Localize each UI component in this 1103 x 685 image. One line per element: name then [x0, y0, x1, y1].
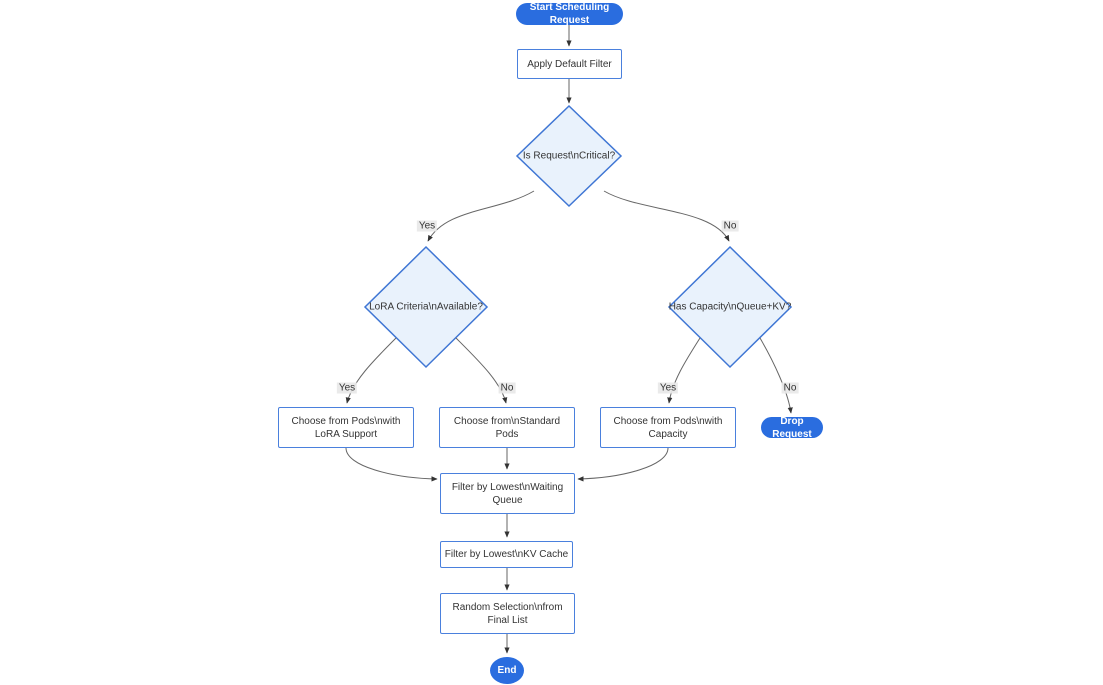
edge-label-lora-yes: Yes [336, 382, 358, 394]
is-critical-diamond-shape [515, 104, 623, 208]
edge-lora-pods-to-filter [345, 447, 438, 482]
start-node-label: Start Scheduling Request [529, 2, 610, 26]
end-node-label: End [497, 665, 517, 676]
apply-default-filter-label: Apply Default Filter [527, 58, 612, 70]
choose-lora-pods-label-line1: Choose from Pods\nwith [291, 415, 401, 427]
edge-label-critical-no: No [721, 220, 739, 232]
choose-lora-pods-node: Choose from Pods\nwith LoRA Support [278, 407, 414, 448]
edge-label-capacity-yes: Yes [657, 382, 679, 394]
lora-criteria-diamond-shape [363, 245, 489, 369]
edge-lora-no [455, 337, 508, 404]
filter-waiting-queue-node: Filter by Lowest\nWaiting Queue [440, 473, 575, 514]
edge-capacity-pods-to-filter [577, 447, 669, 482]
choose-standard-pods-label-line2: Pods [495, 428, 519, 440]
has-capacity-decision-label: Has Capacity\nQueue+KV? [668, 301, 792, 313]
drop-request-label: Drop Request [772, 415, 812, 440]
edge-capacity-no [759, 337, 793, 414]
filter-waiting-queue-label-line2: Queue [492, 494, 523, 506]
filter-waiting-queue-label-line1: Filter by Lowest\nWaiting [451, 481, 564, 493]
is-critical-decision-label: Is Request\nCritical? [522, 150, 616, 162]
apply-default-filter-node: Apply Default Filter [517, 49, 622, 79]
random-selection-label-line2: Final List [487, 614, 528, 626]
random-selection-node: Random Selection\nfrom Final List [440, 593, 575, 634]
edge-capacity-yes [667, 337, 701, 404]
start-node: Start Scheduling Request [516, 2, 623, 26]
choose-capacity-pods-node: Choose from Pods\nwith Capacity [600, 407, 736, 448]
edge-label-lora-no: No [498, 382, 516, 394]
drop-request-node: Drop Request [761, 415, 823, 440]
choose-capacity-pods-label-line2: Capacity [648, 428, 688, 440]
edge-label-capacity-no: No [781, 382, 799, 394]
edge-critical-yes [427, 190, 535, 242]
has-capacity-diamond-shape [667, 245, 793, 369]
choose-standard-pods-node: Choose from\nStandard Pods [439, 407, 575, 448]
choose-standard-pods-label-line1: Choose from\nStandard [453, 415, 561, 427]
lora-criteria-decision-label: LoRA Criteria\nAvailable? [369, 301, 483, 313]
filter-kv-cache-node: Filter by Lowest\nKV Cache [440, 541, 573, 568]
edge-label-critical-yes: Yes [416, 220, 438, 232]
filter-kv-cache-label: Filter by Lowest\nKV Cache [444, 549, 569, 560]
edge-lora-yes [345, 337, 397, 404]
edge-critical-no [603, 190, 730, 242]
end-node: End [490, 657, 524, 684]
choose-lora-pods-label-line2: LoRA Support [314, 428, 378, 440]
choose-capacity-pods-label-line1: Choose from Pods\nwith [613, 415, 723, 427]
random-selection-label-line1: Random Selection\nfrom [452, 601, 563, 613]
